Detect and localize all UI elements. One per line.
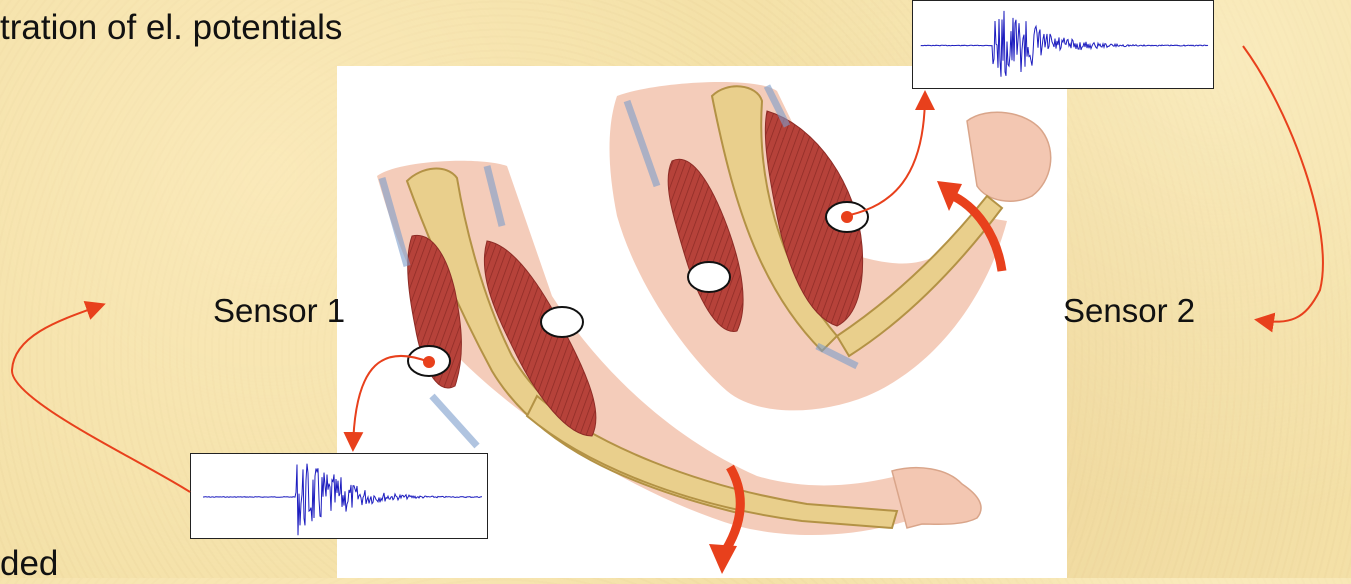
extended-arm-hand <box>892 468 981 528</box>
reference-electrode-2 <box>688 262 730 292</box>
sensor-2-label: Sensor 2 <box>1063 292 1195 330</box>
emg-signal-trace-1 <box>203 464 482 536</box>
emg-signal-trace-2 <box>921 11 1208 77</box>
slide-title-fragment: tration of el. potentials <box>0 8 342 48</box>
arrow-plot2-to-label <box>1243 46 1323 322</box>
sensor-1-electrode-icon <box>408 346 450 376</box>
arrow-plot1-to-label <box>12 305 190 492</box>
sensor-2-electrode-icon <box>826 202 868 232</box>
flexed-arm-fist <box>967 112 1051 201</box>
emg-signal-plot-2 <box>912 0 1214 89</box>
emg-signal-plot-1 <box>190 453 488 539</box>
sensor-1-label: Sensor 1 <box>213 292 345 330</box>
slide-bottom-text-fragment: ded <box>0 544 58 584</box>
flexed-arm <box>610 82 1051 410</box>
reference-electrode-1 <box>541 307 583 337</box>
